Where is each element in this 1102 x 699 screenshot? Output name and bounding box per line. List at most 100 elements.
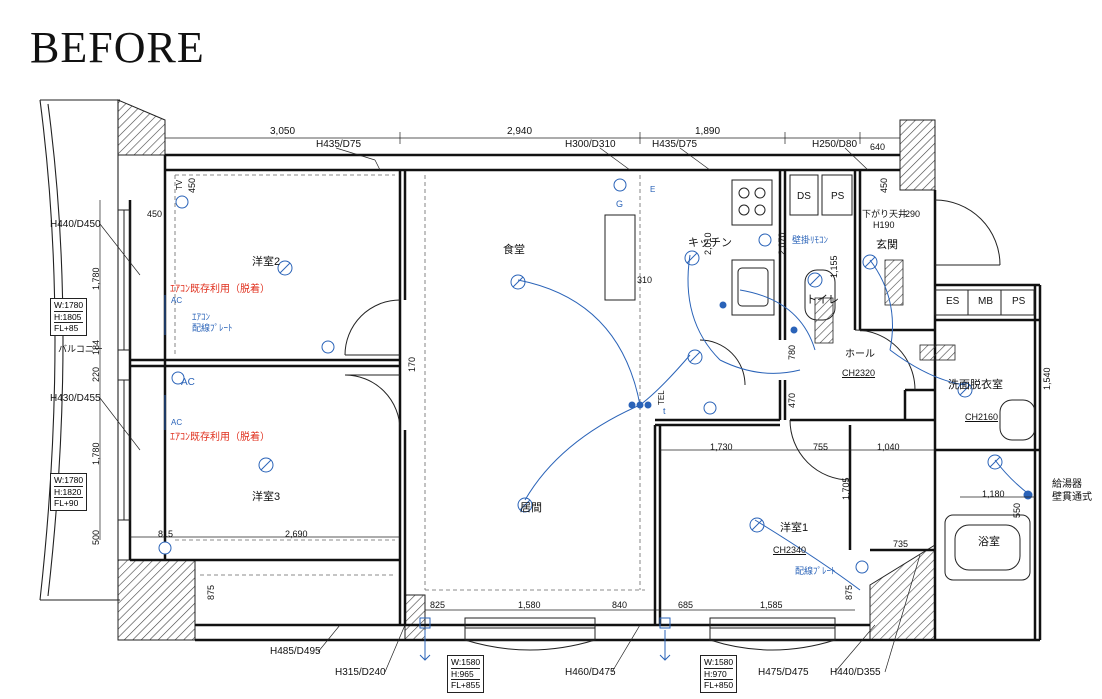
leader-lines (99, 147, 921, 673)
dim-1540: 1,540 (1042, 367, 1052, 390)
note-bluewall: 壁掛ﾘﾓｺﾝ (792, 235, 829, 245)
callout-h315: H315/D240 (335, 667, 386, 678)
dim-500: 500 (91, 529, 101, 545)
dim-170: 170 (407, 356, 417, 372)
dim-450-b: 450 (187, 177, 197, 193)
callout-h300: H300/D310 (565, 139, 616, 150)
room-label-balcony: バルコニー (58, 344, 103, 354)
room-label-youshitsu3: 洋室3 (252, 491, 281, 503)
window-spec-h: H:965 (451, 669, 481, 681)
room-label-shokudou: 食堂 (503, 244, 525, 256)
window-spec-fl: FL+90 (54, 498, 79, 509)
callout-sagari: 下がり天井 (862, 209, 908, 219)
dim-2690: 2,690 (285, 529, 308, 539)
callout-h430: H430/D455 (50, 393, 101, 404)
dim-840: 840 (612, 600, 628, 610)
window-spec-h: H:1805 (54, 311, 84, 324)
dim-1780-b: 1,780 (91, 442, 101, 465)
callout-ch2340: CH2340 (773, 545, 807, 555)
left-windows (117, 209, 131, 521)
callout-h440-b: H440/D355 (830, 667, 881, 678)
fixture-ac-2: AC (181, 377, 195, 388)
dim-550: 550 (1012, 502, 1022, 518)
room-label-youshitsu1: 洋室1 (780, 522, 809, 534)
dim-1705: 1,705 (841, 477, 851, 500)
dim-1580: 1,580 (518, 600, 541, 610)
dim-1780-a: 1,780 (91, 267, 101, 290)
kitchen-fixtures (604, 174, 1036, 581)
callout-hekikan: 壁貫通式 (1052, 492, 1092, 503)
dim-735: 735 (893, 539, 909, 549)
window-spec-4: W:1580 H:970 FL+850 (700, 655, 738, 693)
window-spec-w: W:1580 (704, 657, 734, 669)
window-spec-2: W:1780 H:1820 FL+90 (50, 473, 88, 511)
page-title: BEFORE (30, 23, 205, 72)
window-spec-1: W:1780 H:1805 FL+85 (50, 298, 88, 336)
bottom-windows (464, 617, 836, 651)
window-spec-fl: FL+855 (451, 680, 481, 691)
fixture-ds: DS (797, 191, 811, 202)
note-aircon-2: ｴｱｺﾝ既存利用（脱着） (170, 432, 270, 443)
dim-2070: 2,070 (777, 232, 787, 255)
callout-h475: H475/D475 (758, 667, 809, 678)
dim-1180: 1,180 (982, 489, 1005, 499)
dimension-lines (99, 132, 1035, 611)
dim-290: 290 (905, 209, 921, 219)
fixture-ac-1: AC (171, 296, 183, 305)
fixture-g: G (616, 199, 624, 209)
dim-top-2: 2,940 (507, 126, 533, 137)
dim-1155: 1,155 (829, 255, 839, 278)
callout-h460: H460/D475 (565, 667, 616, 678)
note-plate-1b: 配線ﾌﾟﾚｰﾄ (192, 323, 233, 333)
room-label-senmen: 洗面脱衣室 (948, 379, 1003, 391)
fixture-ac-3: AC (171, 418, 183, 427)
fixture-es: ES (946, 296, 960, 307)
room-label-hall: ホール (845, 349, 875, 360)
dim-815: 815 (158, 529, 174, 539)
dim-825: 825 (430, 600, 446, 610)
dim-685: 685 (678, 600, 694, 610)
vent-arrows (164, 295, 671, 661)
window-spec-fl: FL+85 (54, 323, 79, 334)
room-label-youshitsu2: 洋室2 (252, 256, 281, 268)
dim-1585: 1,585 (760, 600, 783, 610)
fixture-tel: TEL (657, 390, 666, 405)
room-label-genkan: 玄関 (876, 239, 898, 251)
room-label-toilet: トイレ (806, 294, 839, 306)
callout-h190: H190 (873, 220, 895, 230)
callout-h435-a: H435/D75 (316, 139, 362, 150)
callout-ch2160: CH2160 (965, 412, 999, 422)
room-label-kitchen: キッチン (688, 237, 732, 249)
fixture-mb: MB (978, 296, 993, 307)
note-plate-1a: ｴｱｺﾝ (192, 312, 211, 322)
dim-450-a: 450 (147, 209, 163, 219)
dim-310: 310 (637, 275, 653, 285)
room-label-ima: 居間 (520, 502, 542, 514)
callout-h440-a: H440/D450 (50, 219, 101, 230)
callout-h250: H250/D80 (812, 139, 858, 150)
dim-755: 755 (813, 442, 829, 452)
fixture-e: E (650, 185, 656, 194)
dim-2010: 2,010 (703, 232, 713, 255)
fixture-ps-2: PS (1012, 296, 1026, 307)
note-aircon-1: ｴｱｺﾝ既存利用（脱着） (170, 284, 270, 295)
note-plate-2: 配線ﾌﾟﾚｰﾄ (795, 566, 836, 576)
window-spec-3: W:1580 H:965 FL+855 (447, 655, 485, 693)
fixture-t: t (663, 406, 666, 416)
dim-780: 780 (787, 344, 797, 360)
doors (344, 199, 1001, 481)
window-spec-fl: FL+850 (704, 680, 734, 691)
callout-ch2320: CH2320 (842, 368, 876, 378)
dim-top-1: 3,050 (270, 126, 296, 137)
dim-top-3: 1,890 (695, 126, 721, 137)
dim-184: 184 (91, 339, 101, 355)
dim-220: 220 (91, 366, 101, 382)
window-spec-w: W:1780 (54, 475, 84, 487)
window-spec-w: W:1780 (54, 300, 84, 312)
hatched-areas (814, 259, 956, 361)
dim-875-b: 875 (844, 584, 854, 600)
dim-450-c: 450 (879, 177, 889, 193)
callout-kyutouki: 給湯器 (1052, 479, 1082, 490)
window-spec-w: W:1580 (451, 657, 481, 669)
